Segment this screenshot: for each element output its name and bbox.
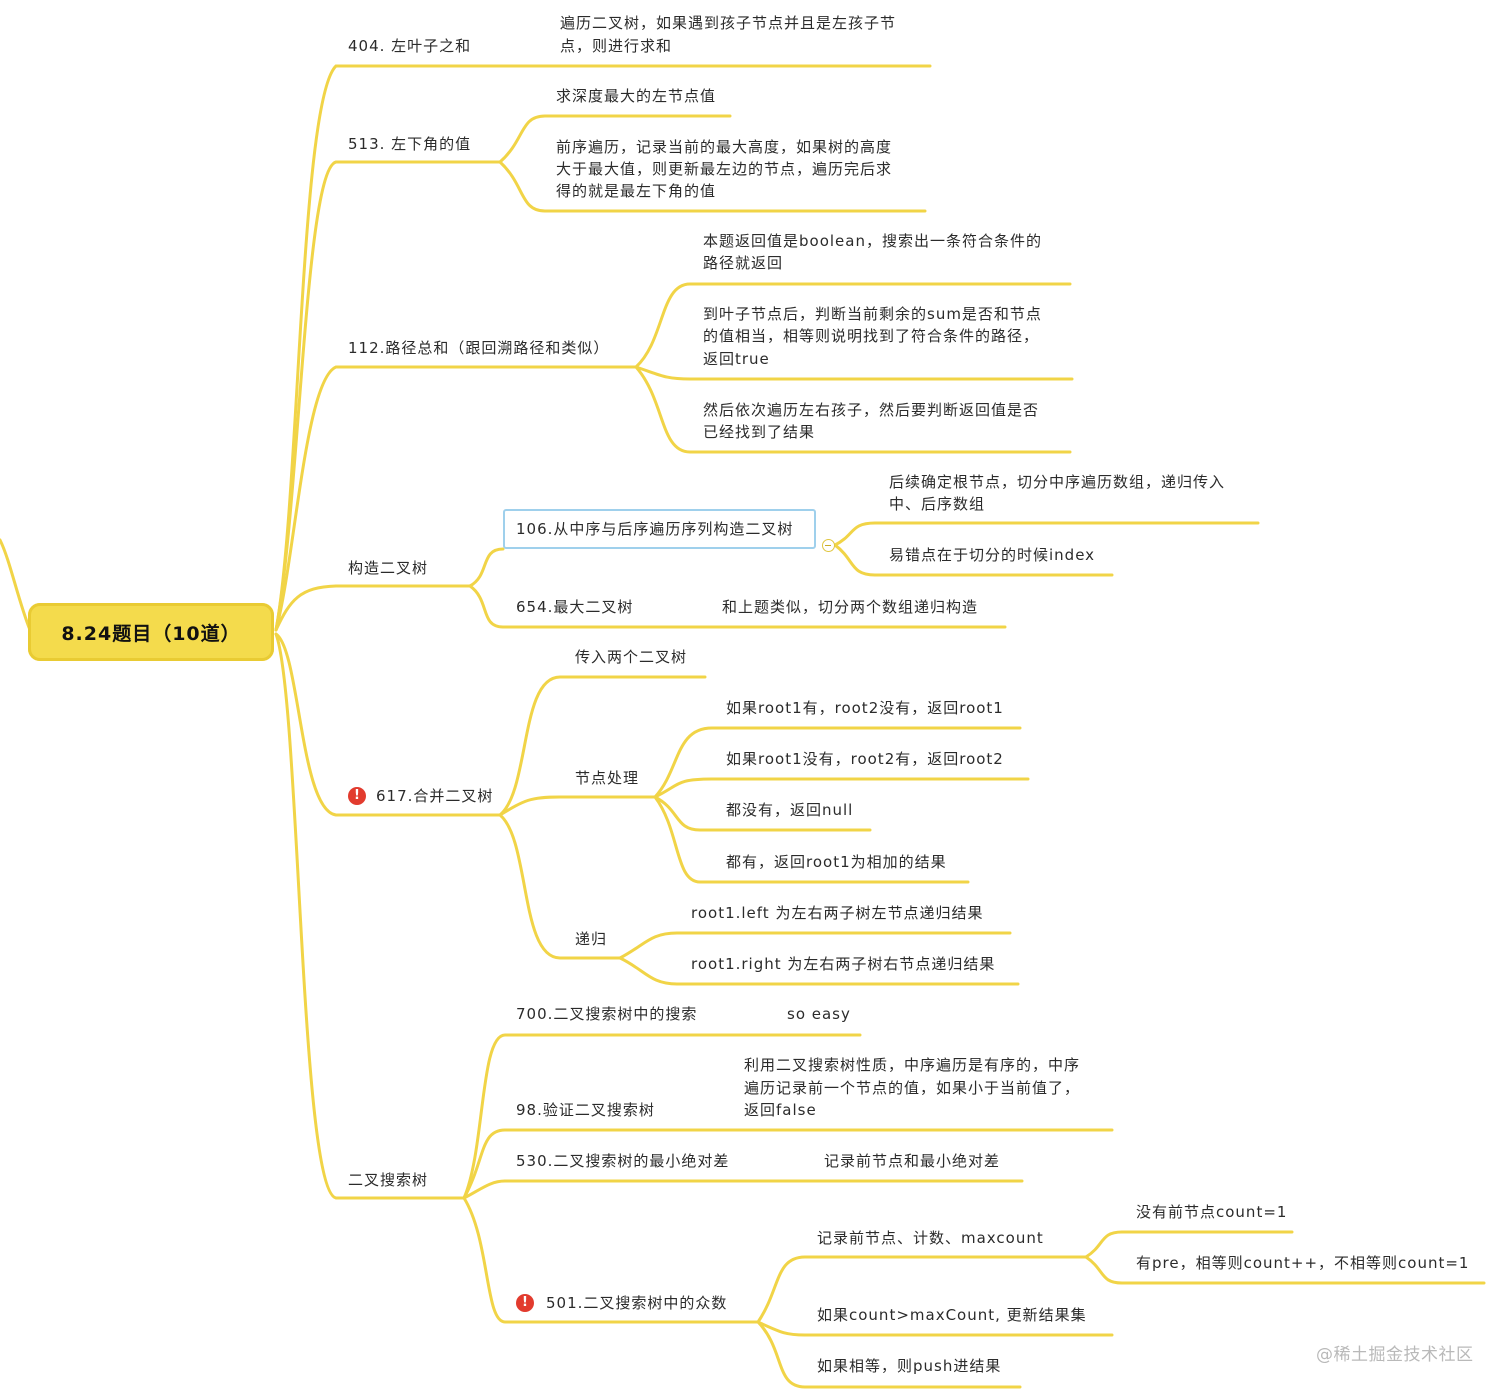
topic-501-rec-title[interactable]: 记录前节点、计数、maxcount	[817, 1229, 1044, 1247]
branch-617	[274, 632, 502, 817]
topic-617-rec-title[interactable]: 递归	[575, 930, 608, 948]
branch-node-3	[653, 795, 872, 832]
topic-bst-title[interactable]: 二叉搜索树	[348, 1171, 429, 1189]
branch-rec-b	[1084, 1255, 1486, 1285]
branch-513-n1	[498, 114, 732, 164]
topic-530-note[interactable]: 记录前节点和最小绝对差	[824, 1152, 1001, 1170]
topic-112-note-1-line-2[interactable]: 路径就返回	[703, 254, 784, 272]
topic-404-title[interactable]: 404. 左叶子之和	[348, 37, 472, 55]
topic-106-title[interactable]: 106.从中序与后序遍历序列构造二叉树	[516, 520, 794, 538]
topic-513-note-2-line-2[interactable]: 大于最大值，则更新最左边的节点，遍历完后求	[556, 160, 893, 178]
topic-617-rec-item-1[interactable]: root1.left 为左右两子树左节点递归结果	[691, 904, 984, 922]
topic-98-title[interactable]: 98.验证二叉搜索树	[516, 1101, 655, 1119]
topic-98-note-line-2[interactable]: 遍历记录前一个节点的值，如果小于当前值了，	[744, 1079, 1081, 1097]
topic-617-node-title[interactable]: 节点处理	[575, 769, 640, 787]
branch-112-n1	[634, 282, 1072, 369]
branch-left-stub	[0, 538, 32, 632]
branch-513-n2	[498, 160, 927, 213]
branch-106-n2	[833, 543, 1114, 577]
topic-404-note-line-2[interactable]: 点，则进行求和	[560, 37, 673, 55]
topic-98-note-line-3[interactable]: 返回false	[744, 1101, 817, 1119]
selected-topic-outline	[503, 509, 816, 549]
topic-617-title[interactable]: 617.合并二叉树	[376, 787, 494, 805]
branch-106-n1	[833, 521, 1260, 547]
branch-build-106	[468, 547, 505, 588]
warning-icon: !	[516, 1294, 534, 1312]
topic-617-node-item-4[interactable]: 都有，返回root1为相加的结果	[726, 853, 947, 871]
topic-654-note[interactable]: 和上题类似，切分两个数组递归构造	[722, 598, 979, 616]
warning-icon: !	[348, 787, 366, 805]
topic-617-node-item-1[interactable]: 如果root1有，root2没有，返回root1	[726, 699, 1004, 717]
branch-112	[274, 365, 638, 632]
branch-rec-1	[618, 931, 1012, 960]
branch-bst	[274, 632, 466, 1200]
branch-617-node	[498, 795, 657, 817]
branch-bst-98	[462, 1128, 1114, 1200]
branch-bst-700	[462, 1033, 862, 1200]
branch-build-654	[468, 584, 1007, 629]
branch-build	[274, 584, 472, 632]
branch-node-4	[653, 795, 970, 884]
root-node[interactable]: 8.24题目（10道）	[28, 603, 274, 661]
topic-617-input[interactable]: 传入两个二叉树	[575, 648, 688, 666]
branch-617-input	[498, 675, 707, 817]
topic-404-note-line-1[interactable]: 遍历二叉树，如果遇到孩子节点并且是左孩子节	[560, 14, 897, 32]
branch-node-1	[653, 726, 1022, 799]
topic-112-note-2-line-1[interactable]: 到叶子节点后，判断当前剩余的sum是否和节点	[703, 305, 1042, 323]
topic-112-note-1-line-1[interactable]: 本题返回值是boolean，搜索出一条符合条件的	[703, 232, 1042, 250]
topic-513-note-2-line-3[interactable]: 得的就是最左下角的值	[556, 182, 717, 200]
branch-112-n3	[634, 365, 1072, 454]
topic-513-note-2-line-1[interactable]: 前序遍历，记录当前的最大高度，如果树的高度	[556, 138, 893, 156]
topic-106-note-1-line-1[interactable]: 后续确定根节点，切分中序遍历数组，递归传入	[889, 473, 1226, 491]
topic-106-note-1-line-2[interactable]: 中、后序数组	[889, 495, 986, 513]
topic-98-note-line-1[interactable]: 利用二叉搜索树性质，中序遍历是有序的，中序	[744, 1056, 1081, 1074]
topic-513-title[interactable]: 513. 左下角的值	[348, 135, 472, 153]
topic-build-title[interactable]: 构造二叉树	[348, 559, 429, 577]
branch-bst-530	[462, 1179, 1024, 1200]
topic-501-title[interactable]: 501.二叉搜索树中的众数	[546, 1294, 728, 1312]
topic-112-note-2-line-3[interactable]: 返回true	[703, 350, 770, 368]
topic-530-title[interactable]: 530.二叉搜索树的最小绝对差	[516, 1152, 730, 1170]
branch-rec-2	[618, 956, 1020, 986]
topic-700-note[interactable]: so easy	[787, 1005, 851, 1023]
branch-501-rec	[756, 1255, 1088, 1324]
branch-501-n2	[756, 1320, 1114, 1337]
topic-112-note-3-line-2[interactable]: 已经找到了结果	[703, 423, 816, 441]
topic-501-note-3[interactable]: 如果相等，则push进结果	[817, 1357, 1002, 1375]
topic-617-node-item-2[interactable]: 如果root1没有，root2有，返回root2	[726, 750, 1004, 768]
branch-513	[274, 160, 502, 632]
topic-617-node-item-3[interactable]: 都没有，返回null	[726, 801, 854, 819]
branch-617-rec	[498, 813, 622, 960]
topic-700-title[interactable]: 700.二叉搜索树中的搜索	[516, 1005, 698, 1023]
branch-rec-a	[1084, 1230, 1294, 1259]
topic-501-rec-item-1[interactable]: 没有前节点count=1	[1136, 1203, 1288, 1221]
watermark: @稀土掘金技术社区	[1316, 1345, 1474, 1365]
branch-501-n3	[756, 1320, 1022, 1389]
branch-bst-501	[462, 1196, 760, 1324]
topic-501-rec-item-2[interactable]: 有pre，相等则count++，不相等则count=1	[1136, 1254, 1470, 1272]
topic-513-note-1[interactable]: 求深度最大的左节点值	[556, 87, 717, 105]
branch-112-n2	[634, 365, 1074, 381]
topic-112-note-3-line-1[interactable]: 然后依次遍历左右孩子，然后要判断返回值是否	[703, 401, 1040, 419]
topic-106-note-2[interactable]: 易错点在于切分的时候index	[889, 546, 1096, 564]
topic-501-note-2[interactable]: 如果count>maxCount, 更新结果集	[817, 1306, 1087, 1324]
topic-654-title[interactable]: 654.最大二叉树	[516, 598, 634, 616]
branch-node-2	[653, 777, 1030, 799]
topic-617-rec-item-2[interactable]: root1.right 为左右两子树右节点递归结果	[691, 955, 996, 973]
collapse-toggle-icon[interactable]	[822, 539, 835, 552]
topic-112-note-2-line-2[interactable]: 的值相当，相等则说明找到了符合条件的路径，	[703, 327, 1040, 345]
topic-112-title[interactable]: 112.路径总和（跟回溯路径和类似）	[348, 339, 610, 357]
